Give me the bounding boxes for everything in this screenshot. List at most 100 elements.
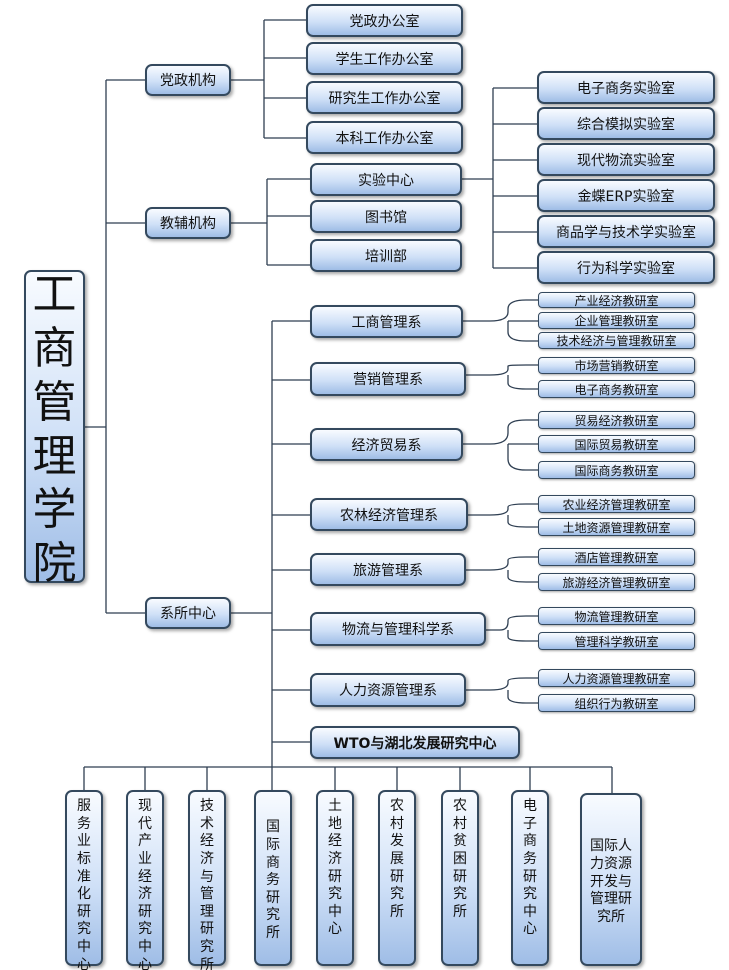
section-box[interactable]: 国际商务教研室: [538, 461, 695, 479]
institute-box[interactable]: 服务业标准化研究中心: [65, 790, 103, 970]
lab-box[interactable]: 商品学与技术学实验室: [537, 215, 715, 248]
section-box[interactable]: 电子商务教研室: [538, 380, 695, 398]
connector-dept-2: [463, 419, 538, 471]
dangzheng-box[interactable]: 党政机构: [145, 64, 231, 96]
lab-box[interactable]: 行为科学实验室: [537, 251, 715, 284]
wto-center-box[interactable]: WTO与湖北发展研究中心: [310, 726, 520, 759]
section-box[interactable]: 产业经济教研室: [538, 292, 695, 308]
lab-box[interactable]: 电子商务实验室: [537, 71, 715, 104]
section-label: 电子商务教研室: [574, 382, 659, 397]
support-unit-label: 实验中心: [358, 172, 414, 189]
connector-dept-6: [466, 677, 538, 704]
institute-box[interactable]: 农村发展研究所: [378, 790, 416, 966]
connector-root: [85, 79, 145, 614]
department-box[interactable]: 营销管理系: [310, 362, 466, 396]
office-label: 学生工作办公室: [335, 51, 434, 68]
department-box[interactable]: 旅游管理系: [310, 553, 466, 586]
lab-label: 综合模拟实验室: [577, 116, 675, 133]
department-box[interactable]: 农林经济管理系: [310, 498, 468, 531]
connector-departments: [231, 320, 310, 767]
lab-box[interactable]: 现代物流实验室: [537, 143, 715, 176]
office-box[interactable]: 党政办公室: [306, 4, 463, 37]
department-label: 经济贸易系: [351, 437, 422, 454]
section-box[interactable]: 市场营销教研室: [538, 357, 695, 374]
support-unit-box[interactable]: 实验中心: [310, 163, 462, 196]
institute-box[interactable]: 国际人力资源开发与管理研究所: [580, 793, 642, 966]
section-label: 土地资源管理教研室: [562, 520, 671, 535]
section-label: 组织行为教研室: [574, 696, 659, 711]
department-label: 工商管理系: [351, 314, 422, 331]
lab-label: 行为科学实验室: [577, 260, 675, 277]
institute-box[interactable]: 电子商务研究中心: [511, 790, 549, 966]
jiaofu-label: 教辅机构: [160, 216, 216, 232]
section-label: 市场营销教研室: [574, 359, 659, 373]
institute-label: 农村发展研究所: [390, 798, 404, 920]
section-label: 企业管理教研室: [574, 314, 659, 328]
support-unit-label: 图书馆: [365, 209, 407, 226]
institute-box[interactable]: 农村贫困研究所: [441, 790, 479, 966]
institute-box[interactable]: 技术经济与管理研究所: [188, 790, 226, 970]
institute-label: 服务业标准化研究中心: [77, 798, 91, 970]
office-label: 本科工作办公室: [335, 130, 434, 147]
section-box[interactable]: 技术经济与管理教研室: [538, 332, 695, 349]
section-box[interactable]: 组织行为教研室: [538, 694, 695, 712]
institute-label: 现代产业经济研究中心: [138, 798, 152, 970]
connector-dept-3: [468, 503, 538, 528]
xisuo-box[interactable]: 系所中心: [145, 597, 231, 629]
institute-box[interactable]: 土地经济研究中心: [316, 790, 354, 966]
lab-box[interactable]: 金蝶ERP实验室: [537, 179, 715, 212]
section-box[interactable]: 土地资源管理教研室: [538, 518, 695, 536]
section-label: 酒店管理教研室: [574, 550, 659, 565]
section-box[interactable]: 国际贸易教研室: [538, 435, 695, 453]
section-box[interactable]: 管理科学教研室: [538, 632, 695, 650]
office-box[interactable]: 本科工作办公室: [306, 121, 463, 154]
wto-center-label: WTO与湖北发展研究中心: [333, 735, 497, 752]
institute-box[interactable]: 国际商务研究所: [254, 790, 292, 966]
section-label: 物流管理教研室: [574, 609, 659, 624]
section-box[interactable]: 农业经济管理教研室: [538, 495, 695, 513]
root-box[interactable]: 工商管理学院: [24, 269, 85, 589]
root-label: 工商管理学院: [32, 269, 77, 589]
connector-dept-4: [466, 556, 538, 583]
lab-label: 电子商务实验室: [577, 80, 675, 97]
department-label: 旅游管理系: [353, 562, 423, 579]
department-box[interactable]: 物流与管理科学系: [310, 612, 486, 646]
institute-box[interactable]: 现代产业经济研究中心: [126, 790, 164, 970]
section-box[interactable]: 物流管理教研室: [538, 607, 695, 625]
connector-dept-5: [486, 615, 538, 642]
section-box[interactable]: 旅游经济管理教研室: [538, 573, 695, 591]
connector-dept-0: [463, 299, 538, 342]
connector-institutes: [83, 766, 613, 793]
support-unit-box[interactable]: 图书馆: [310, 200, 462, 233]
section-box[interactable]: 人力资源管理教研室: [538, 669, 695, 687]
support-unit-label: 培训部: [365, 248, 407, 265]
department-box[interactable]: 经济贸易系: [310, 428, 463, 461]
xisuo-label: 系所中心: [160, 606, 216, 622]
department-label: 物流与管理科学系: [342, 622, 454, 638]
section-label: 农业经济管理教研室: [562, 497, 671, 512]
office-box[interactable]: 研究生工作办公室: [306, 81, 463, 114]
connector-labs: [462, 87, 537, 269]
department-box[interactable]: 人力资源管理系: [310, 673, 466, 707]
department-label: 农林经济管理系: [340, 507, 438, 524]
department-box[interactable]: 工商管理系: [310, 305, 463, 338]
connector-dangzheng: [231, 19, 306, 139]
connector-dept-1: [466, 364, 538, 390]
section-box[interactable]: 企业管理教研室: [538, 312, 695, 329]
lab-label: 金蝶ERP实验室: [577, 188, 675, 205]
institute-label: 土地经济研究中心: [328, 798, 342, 938]
section-box[interactable]: 酒店管理教研室: [538, 548, 695, 566]
office-box[interactable]: 学生工作办公室: [306, 42, 463, 75]
lab-label: 现代物流实验室: [577, 152, 675, 169]
jiaofu-box[interactable]: 教辅机构: [145, 207, 231, 239]
section-label: 贸易经济教研室: [574, 413, 659, 428]
department-label: 营销管理系: [353, 372, 423, 388]
section-label: 技术经济与管理教研室: [556, 334, 677, 348]
section-label: 国际商务教研室: [574, 463, 659, 478]
support-unit-box[interactable]: 培训部: [310, 239, 462, 272]
section-box[interactable]: 贸易经济教研室: [538, 411, 695, 429]
section-label: 国际贸易教研室: [574, 437, 659, 452]
section-label: 产业经济教研室: [574, 293, 659, 308]
lab-box[interactable]: 综合模拟实验室: [537, 107, 715, 140]
